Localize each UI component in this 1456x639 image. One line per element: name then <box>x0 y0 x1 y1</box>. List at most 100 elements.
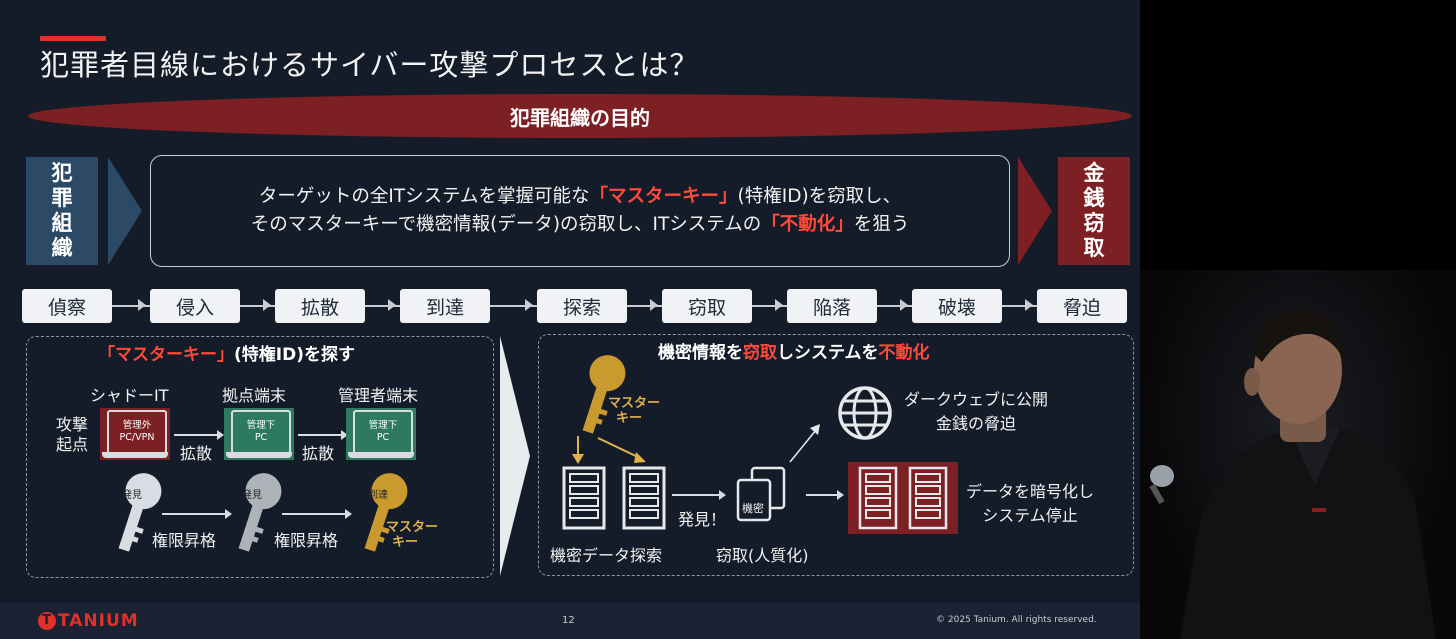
laptop-screen: 管理下 PC <box>231 410 291 454</box>
text: を狙う <box>853 214 910 235</box>
text: マスター <box>386 520 439 535</box>
laptop-base <box>102 452 168 458</box>
arrow-right-icon <box>1018 157 1052 265</box>
attack-origin-label: 攻撃 起点 <box>56 415 88 455</box>
arrow-right-icon <box>108 157 142 265</box>
step-steal: 窃取 <box>662 289 752 323</box>
text: 起点 <box>56 435 89 454</box>
steal-and-immobilize-panel <box>538 334 1134 576</box>
server-icon <box>562 466 606 530</box>
arrow-right-icon <box>174 431 224 439</box>
master-key-label: マスター キー <box>608 396 660 426</box>
arrow-right-icon <box>672 491 726 499</box>
spread-label: 拡散 <box>302 444 335 463</box>
branch-terminal-label: 拠点端末 <box>222 386 287 405</box>
text: (特権ID)を探す <box>234 345 355 365</box>
down-arrows-icon <box>572 436 646 464</box>
presentation-slide: 犯罪者目線におけるサイバー攻撃プロセスとは？ 犯罪組織の目的 犯 罪 組 織 タ… <box>0 0 1140 639</box>
key-icon <box>118 473 162 552</box>
text: マスター <box>608 396 661 411</box>
chevron-right-icon <box>775 299 783 311</box>
text: そのマスターキーで機密情報(データ)の窃取し、ITシステムの <box>250 214 762 235</box>
text: ダークウェブに公開 <box>904 390 1049 409</box>
master-key-highlight: 「マスターキー」 <box>98 345 234 365</box>
arrow-right-icon <box>298 431 348 439</box>
immobilize-highlight: 不動化 <box>878 343 930 363</box>
master-key-icon <box>582 355 626 434</box>
char: 金 <box>1083 161 1105 185</box>
text: 機密情報を <box>658 343 743 363</box>
objective-description-box: ターゲットの全ITシステムを掌握可能な「マスターキー」(特権ID)を窃取し、 そ… <box>150 155 1010 267</box>
step-intrusion: 侵入 <box>150 289 240 323</box>
chevron-right-icon <box>650 299 658 311</box>
speaker-video-frame <box>1140 270 1456 639</box>
objective-line-1: ターゲットの全ITシステムを掌握可能な「マスターキー」(特権ID)を窃取し、 <box>259 183 901 211</box>
step-search: 探索 <box>537 289 627 323</box>
text: 管理下 <box>368 420 398 431</box>
darkweb-label: ダークウェブに公開 金銭の脅迫 <box>904 388 1048 436</box>
char: 組 <box>51 211 73 235</box>
key-reached-label: 到達 <box>368 490 388 501</box>
key-found-label: 発見 <box>242 490 262 501</box>
char: 銭 <box>1083 186 1105 210</box>
chevron-right-icon <box>1025 299 1033 311</box>
steal-hostage-label: 窃取(人質化) <box>716 546 809 565</box>
microphone-icon <box>1150 465 1174 487</box>
arrow-up-right-icon <box>789 424 820 463</box>
text: 管理下 <box>246 420 276 431</box>
master-key-icon <box>364 473 408 552</box>
char: 織 <box>51 236 73 260</box>
shadow-it-label: シャドーIT <box>90 386 169 405</box>
text: PC/VPN <box>119 432 155 443</box>
admin-terminal-label: 管理者端末 <box>338 386 419 405</box>
text: キー <box>392 535 419 550</box>
title-accent-bar <box>40 36 106 41</box>
tanium-logo-mark-icon: T <box>38 612 56 630</box>
slide-footer <box>0 603 1140 639</box>
key-found-label: 発見 <box>122 490 142 501</box>
purpose-banner-label: 犯罪組織の目的 <box>510 105 650 130</box>
copyright: © 2025 Tanium. All rights reserved. <box>936 615 1097 625</box>
right-panel-title: 機密情報を窃取しシステムを不動化 <box>658 338 930 363</box>
laptop-screen: 管理下 PC <box>353 410 413 454</box>
found-label: 発見！ <box>678 510 727 529</box>
encrypt-stop-label: データを暗号化し システム停止 <box>966 480 1094 528</box>
laptop-base <box>348 452 414 458</box>
step-fall: 陥落 <box>787 289 877 323</box>
master-key-search-panel <box>26 336 494 578</box>
step-recon: 偵察 <box>22 289 112 323</box>
server-icon <box>622 466 666 530</box>
money-theft-box: 金 銭 窃 取 <box>1058 157 1130 265</box>
step-reach: 到達 <box>400 289 490 323</box>
arrow-right-icon <box>162 510 232 518</box>
text: システム停止 <box>982 506 1078 525</box>
text: データを暗号化し <box>966 482 1095 501</box>
arrow-right-icon <box>282 510 352 518</box>
text: PC <box>254 432 268 443</box>
confidential-search-label: 機密データ探索 <box>550 546 663 565</box>
left-panel-title: 「マスターキー」(特権ID)を探す <box>98 340 355 365</box>
text: 攻撃 <box>56 415 89 434</box>
confidential-doc-label: 機密 <box>742 502 764 515</box>
spread-label: 拡散 <box>180 444 213 463</box>
globe-icon <box>838 386 892 440</box>
criminal-org-box: 犯 罪 組 織 <box>26 157 98 265</box>
char: 取 <box>1083 236 1105 260</box>
objective-line-2: そのマスターキーで機密情報(データ)の窃取し、ITシステムの「不動化」を狙う <box>251 211 910 239</box>
master-key-highlight: 「マスターキー」 <box>589 186 738 207</box>
text: 金銭の脅迫 <box>936 414 1017 433</box>
privilege-escalation-label: 権限昇格 <box>274 531 339 550</box>
text: PC <box>376 432 390 443</box>
purpose-banner: 犯罪組織の目的 <box>28 94 1132 138</box>
master-key-label: マスター キー <box>386 520 438 550</box>
step-extort: 脅迫 <box>1037 289 1127 323</box>
char: 罪 <box>51 186 73 210</box>
step-destroy: 破壊 <box>912 289 1002 323</box>
chevron-right-icon <box>138 299 146 311</box>
laptop-icon: 管理下 PC <box>226 410 292 458</box>
chevron-right-icon <box>263 299 271 311</box>
unmanaged-pc-bg <box>100 408 170 460</box>
arrow-right-icon <box>806 491 844 499</box>
step-spread: 拡散 <box>275 289 365 323</box>
